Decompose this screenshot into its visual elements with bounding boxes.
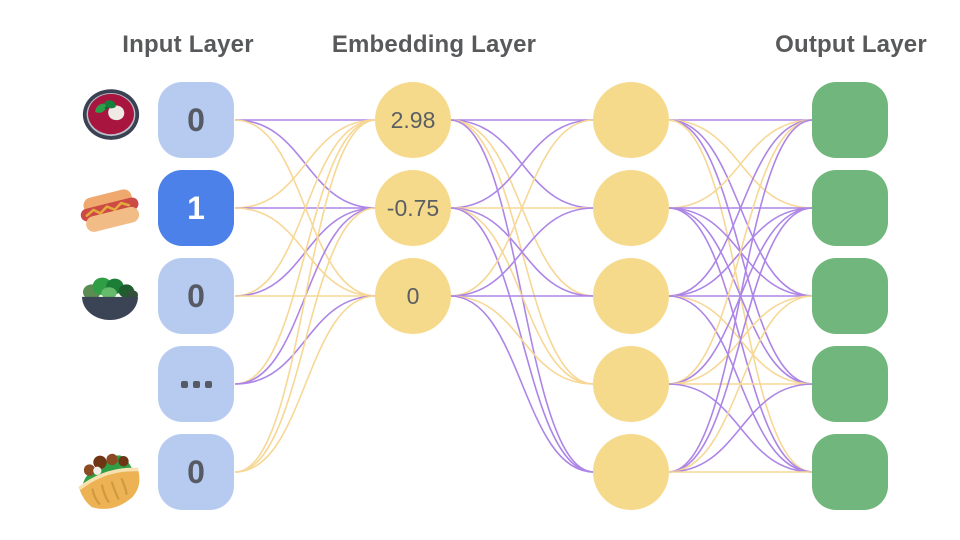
edge xyxy=(667,295,814,473)
output-node xyxy=(812,170,888,246)
input-layer-title: Input Layer xyxy=(122,31,254,58)
input-node-active: 1 xyxy=(158,170,234,246)
edge xyxy=(234,119,377,385)
edge xyxy=(667,383,814,473)
input-node: 0 xyxy=(158,434,234,510)
output-node xyxy=(812,434,888,510)
hidden-node xyxy=(593,82,669,158)
input-node-value: 0 xyxy=(187,277,205,314)
output-layer-title: Output Layer xyxy=(775,31,927,58)
salad-icon xyxy=(78,267,142,321)
embedding-node-value: 0 xyxy=(406,282,420,309)
hidden-node xyxy=(593,258,669,334)
edge xyxy=(234,295,377,473)
edge xyxy=(449,207,595,297)
output-node xyxy=(812,346,888,422)
embedding-node-value: 2.98 xyxy=(390,106,436,133)
edge xyxy=(234,119,377,297)
input-node-value: 1 xyxy=(187,189,205,226)
hidden-node xyxy=(593,170,669,246)
output-node xyxy=(812,258,888,334)
edge xyxy=(667,119,814,209)
edge xyxy=(449,295,595,385)
edge xyxy=(667,119,814,385)
input-node-ellipsis xyxy=(158,346,234,422)
edge xyxy=(234,207,377,473)
edge xyxy=(234,119,377,209)
ellipsis-dots xyxy=(180,380,212,388)
pita-icon xyxy=(76,448,142,512)
input-node: 0 xyxy=(158,258,234,334)
edge xyxy=(667,119,814,297)
embedding-node: 0 xyxy=(375,258,451,334)
input-node-value: 0 xyxy=(187,101,205,138)
embedding-node-value: -0.75 xyxy=(386,194,440,221)
soup-bowl-icon xyxy=(81,87,141,142)
embedding-layer-title: Embedding Layer xyxy=(331,31,537,58)
edge xyxy=(449,119,595,209)
embedding-node: 2.98 xyxy=(375,82,451,158)
edge xyxy=(667,207,814,473)
output-node xyxy=(812,82,888,158)
input-node: 0 xyxy=(158,82,234,158)
hidden-node xyxy=(593,434,669,510)
edge xyxy=(667,119,814,473)
hidden-node xyxy=(593,346,669,422)
edge xyxy=(449,295,595,473)
input-node-value: 0 xyxy=(187,453,205,490)
hotdog-icon xyxy=(78,180,141,238)
embedding-node: -0.75 xyxy=(375,170,451,246)
edge xyxy=(449,119,595,297)
edge xyxy=(234,119,377,473)
